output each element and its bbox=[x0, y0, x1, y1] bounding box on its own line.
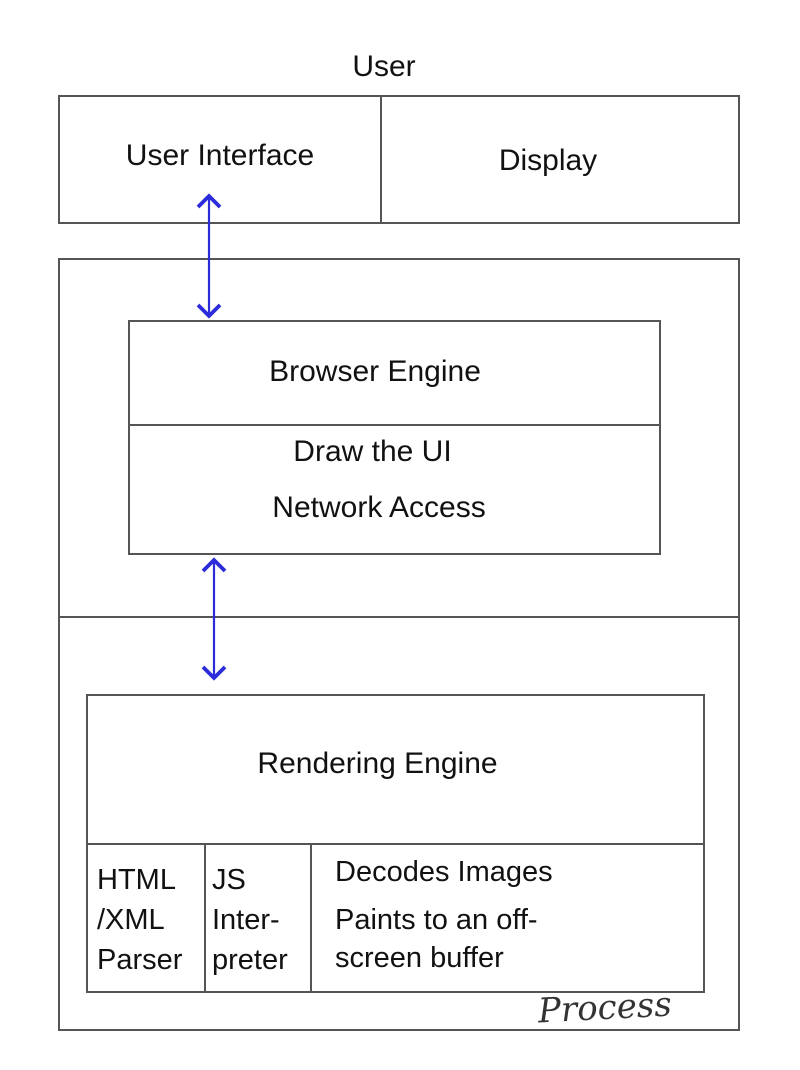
browser-engine-line1: Draw the UI bbox=[293, 435, 452, 468]
rendering-engine-title: Rendering Engine bbox=[257, 747, 498, 780]
engine-section-divider bbox=[59, 616, 739, 618]
rendering-tasks-block: Decodes Images Paints to an off- screen … bbox=[335, 852, 695, 974]
browser-engine-title: Browser Engine bbox=[269, 355, 481, 388]
js-interpreter-line2: Inter- bbox=[212, 904, 280, 936]
html-parser-block: HTML /XML Parser bbox=[97, 860, 202, 980]
user-layer-divider bbox=[380, 96, 382, 222]
browser-engine-line2: Network Access bbox=[272, 491, 486, 524]
rendering-task-line3: screen buffer bbox=[335, 942, 504, 974]
html-parser-line2: /XML bbox=[97, 904, 165, 936]
html-parser-line3: Parser bbox=[97, 944, 183, 976]
js-interpreter-block: JS Inter- preter bbox=[212, 860, 308, 980]
rendering-engine-divider-left bbox=[204, 844, 206, 992]
rendering-engine-divider bbox=[87, 843, 704, 845]
user-interface-label: User Interface bbox=[125, 139, 315, 172]
js-interpreter-line3: preter bbox=[212, 944, 288, 976]
user-layer-box bbox=[58, 95, 740, 224]
browser-engine-box bbox=[128, 320, 661, 555]
js-interpreter-line1: JS bbox=[212, 864, 246, 896]
browser-engine-divider bbox=[129, 424, 660, 426]
engine-container-box bbox=[58, 258, 740, 1031]
rendering-task-line1: Decodes Images bbox=[335, 856, 553, 888]
html-parser-line1: HTML bbox=[97, 864, 176, 896]
rendering-engine-divider-right bbox=[310, 844, 312, 992]
rendering-task-line2: Paints to an off- bbox=[335, 904, 538, 936]
display-label: Display bbox=[498, 144, 598, 177]
user-label: User bbox=[352, 50, 416, 83]
